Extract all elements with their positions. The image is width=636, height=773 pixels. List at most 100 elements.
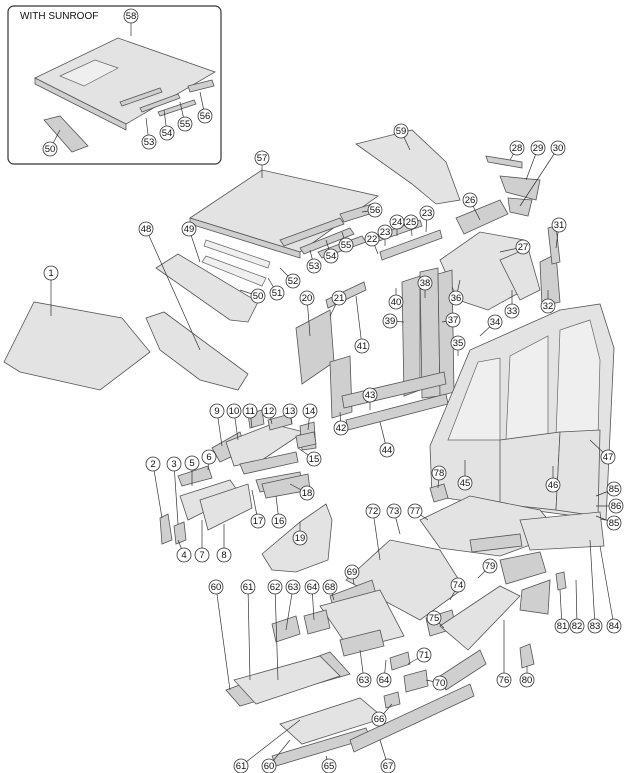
- callout-circle-48: [138, 221, 154, 237]
- callout-circle-15: [306, 451, 322, 467]
- callout-number-8: 8: [221, 550, 226, 561]
- rear-bracket-29: [499, 175, 541, 201]
- callout-circle-1: [43, 265, 59, 281]
- callout-circle-86: [608, 498, 624, 514]
- front-structure-group: [159, 409, 317, 545]
- leader-line-72: [372, 510, 381, 561]
- callout-68: 68: [322, 579, 338, 595]
- callout-number-25: 25: [406, 217, 417, 228]
- callout-55i: 55: [177, 116, 193, 132]
- callout-61b: 61: [233, 758, 249, 773]
- callout-circle-64b: [376, 672, 392, 688]
- callout-circle-33: [504, 303, 520, 319]
- dash-panel: [145, 311, 249, 391]
- callout-number-23a: 23: [422, 208, 433, 219]
- leader-line-62: [274, 586, 279, 681]
- callout-number-84: 84: [609, 621, 620, 632]
- callout-8: 8: [216, 547, 232, 563]
- callout-circle-42: [333, 420, 349, 436]
- callout-number-3: 3: [171, 459, 176, 470]
- callout-circle-58: [123, 8, 139, 24]
- callout-number-78: 78: [434, 468, 445, 479]
- callout-circle-63b: [356, 672, 372, 688]
- callout-number-58: 58: [126, 11, 137, 22]
- sunroof-header-rail: [43, 115, 89, 153]
- callout-number-39: 39: [385, 316, 396, 327]
- callout-circle-2: [145, 456, 161, 472]
- sunroof-inset: WITH SUNROOF: [7, 5, 222, 165]
- callout-circle-44: [379, 442, 395, 458]
- callout-80: 80: [519, 672, 535, 688]
- callout-number-53: 53: [309, 261, 320, 272]
- callout-number-29: 29: [533, 143, 544, 154]
- callout-number-22: 22: [367, 234, 378, 245]
- callout-circle-31: [551, 217, 567, 233]
- callout-59: 59: [393, 123, 409, 139]
- callout-circle-30: [550, 140, 566, 156]
- callout-number-1: 1: [48, 268, 53, 279]
- callout-26: 26: [462, 192, 478, 208]
- callout-number-50: 50: [253, 291, 264, 302]
- callout-66: 66: [371, 711, 387, 727]
- callout-7: 7: [194, 547, 210, 563]
- callout-28: 28: [509, 140, 525, 156]
- callout-number-34: 34: [490, 317, 501, 328]
- callout-56: 56: [367, 202, 383, 218]
- callout-number-64a: 64: [307, 582, 318, 593]
- callout-circle-59: [393, 123, 409, 139]
- callout-78: 78: [431, 465, 447, 481]
- callout-22: 22: [364, 231, 380, 247]
- callout-34: 34: [487, 314, 503, 330]
- callout-circle-67: [380, 758, 396, 773]
- callout-85a: 85: [606, 481, 622, 497]
- callout-number-20: 20: [302, 293, 313, 304]
- callout-number-56: 56: [370, 205, 381, 216]
- callout-40: 40: [388, 294, 404, 310]
- callout-85b: 85: [606, 515, 622, 531]
- callout-number-11: 11: [245, 406, 255, 417]
- callout-2: 2: [145, 456, 161, 472]
- callout-circle-76: [496, 672, 512, 688]
- callout-number-45: 45: [460, 478, 471, 489]
- callout-23b: 23: [377, 224, 393, 240]
- rear-bracket-28: [485, 155, 523, 169]
- callout-number-18: 18: [302, 488, 313, 499]
- callout-5: 5: [184, 455, 200, 471]
- callout-number-49: 49: [184, 224, 195, 235]
- callout-number-63b: 63: [359, 675, 370, 686]
- callout-57: 57: [254, 150, 270, 166]
- callout-49: 49: [181, 221, 197, 237]
- callout-circle-61b: [233, 758, 249, 773]
- callout-circle-41: [354, 338, 370, 354]
- leader-line-60a: [215, 586, 231, 691]
- callout-circle-13: [282, 403, 298, 419]
- callout-82: 82: [569, 618, 585, 634]
- callout-number-16: 16: [274, 516, 285, 527]
- callout-number-54i: 54: [162, 128, 173, 139]
- callout-circle-50i: [42, 141, 58, 157]
- leader-line-41: [355, 295, 363, 347]
- callout-circle-83: [587, 618, 603, 634]
- callout-6: 6: [201, 449, 217, 465]
- callout-circle-60b: [261, 758, 277, 773]
- callout-86: 86: [608, 498, 624, 514]
- callout-number-61a: 61: [243, 582, 254, 593]
- callout-circle-73: [386, 503, 402, 519]
- callout-number-23b: 23: [380, 227, 391, 238]
- body-side-outer: [429, 303, 615, 521]
- callout-circle-34: [487, 314, 503, 330]
- callout-circle-46: [545, 477, 561, 493]
- callout-circle-62: [267, 579, 283, 595]
- callout-circle-9: [209, 403, 225, 419]
- callout-circle-53: [306, 258, 322, 274]
- callout-number-46: 46: [548, 480, 559, 491]
- callout-71: 71: [416, 647, 432, 663]
- callout-29: 29: [530, 140, 546, 156]
- callout-12: 12: [261, 403, 277, 419]
- callout-circle-56: [367, 202, 383, 218]
- callout-number-9: 9: [214, 406, 219, 417]
- callout-circle-64a: [304, 579, 320, 595]
- callout-number-31: 31: [554, 220, 565, 231]
- callout-circle-68: [322, 579, 338, 595]
- callout-circle-54i: [159, 125, 175, 141]
